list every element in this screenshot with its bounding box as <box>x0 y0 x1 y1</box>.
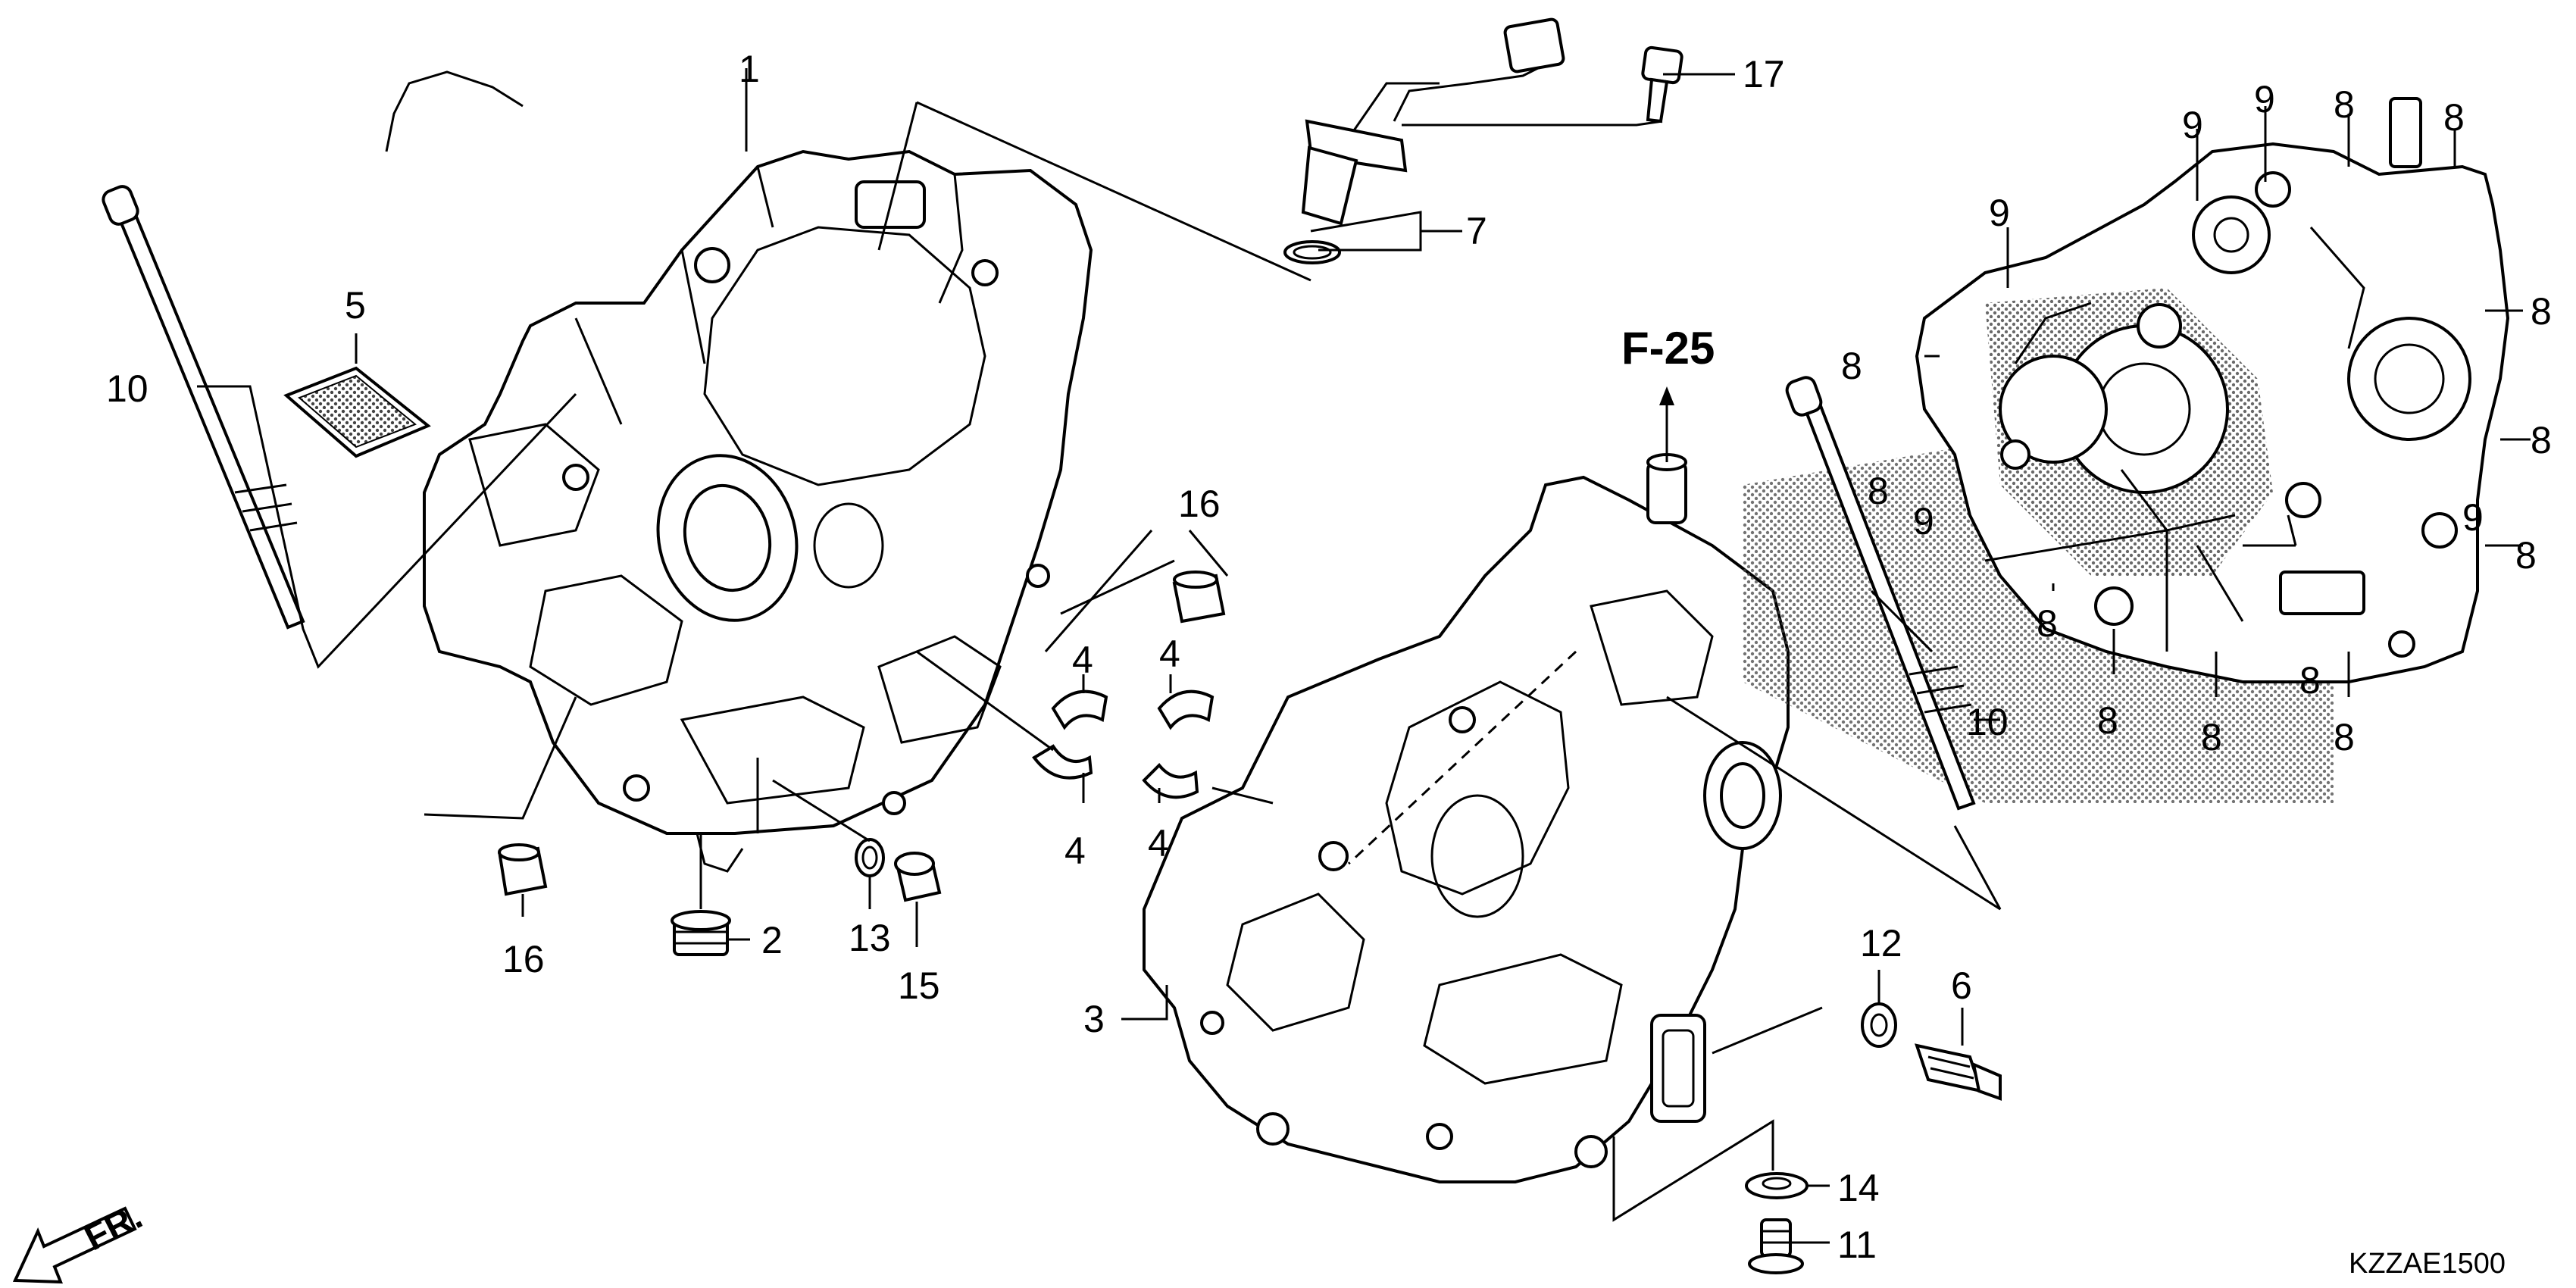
label-part-8i: 8 <box>2097 699 2118 742</box>
label-part-8g: 8 <box>1868 470 1889 512</box>
sealing-washer-12 <box>1861 1002 1897 1048</box>
label-part-8h: 8 <box>2037 602 2058 645</box>
label-part-5: 5 <box>345 284 366 327</box>
label-part-9b: 9 <box>2182 104 2203 146</box>
reference-label: F-25 <box>1621 323 1715 374</box>
label-part-3: 3 <box>1083 998 1105 1040</box>
label-part-8a: 8 <box>2334 83 2355 126</box>
crank-bearings <box>1032 689 1215 799</box>
label-part-8e: 8 <box>2515 534 2537 577</box>
label-part-8k: 8 <box>2334 716 2355 758</box>
label-part-10a: 10 <box>106 367 148 410</box>
label-part-1: 1 <box>739 48 760 90</box>
washer-14 <box>1745 1172 1809 1199</box>
label-part-10b: 10 <box>1966 701 2009 743</box>
label-part-8d: 8 <box>2531 419 2552 461</box>
stud-bolt-left <box>102 185 305 630</box>
crankcase-inner-view <box>1743 97 2510 803</box>
drain-bolt <box>671 910 731 956</box>
neutral-switch <box>1914 1043 2002 1101</box>
label-part-9c: 9 <box>2254 78 2275 120</box>
label-part-13: 13 <box>849 917 891 959</box>
label-part-8b: 8 <box>2443 96 2465 139</box>
label-part-11: 11 <box>1837 1224 1877 1266</box>
leader-lines <box>197 68 2531 1244</box>
part-number-labels: 1 2 3 4 4 4 4 5 6 7 17 10 10 11 12 13 14… <box>78 48 2552 1280</box>
label-part-17: 17 <box>1743 53 1785 95</box>
dowel-pin-upper <box>1172 571 1226 624</box>
label-part-16b: 16 <box>502 938 545 980</box>
label-part-9a: 9 <box>1989 192 2010 234</box>
front-arrow-icon <box>12 1206 137 1284</box>
reference-arrow <box>1659 386 1674 428</box>
label-part-9d: 9 <box>1913 500 1934 542</box>
label-part-8c: 8 <box>2531 290 2552 333</box>
stud-bolt-right <box>1785 376 1976 811</box>
right-crankcase <box>1143 453 1790 1183</box>
left-crankcase <box>423 149 1093 873</box>
label-part-8j: 8 <box>2201 716 2222 758</box>
label-part-8f: 8 <box>1841 345 1862 387</box>
label-part-9e: 9 <box>2462 496 2484 539</box>
label-part-15: 15 <box>898 964 940 1007</box>
label-part-4c: 4 <box>1159 633 1180 675</box>
dowel-pin-lower <box>498 843 548 896</box>
bolt-17 <box>1641 45 1683 123</box>
label-part-4d: 4 <box>1148 822 1169 864</box>
label-part-4a: 4 <box>1072 639 1093 681</box>
label-part-6: 6 <box>1951 964 1972 1007</box>
oil-strainer-screen <box>283 366 431 458</box>
label-part-16a: 16 <box>1178 483 1221 525</box>
label-part-2: 2 <box>761 919 783 961</box>
label-part-7: 7 <box>1466 210 1487 252</box>
label-part-4b: 4 <box>1064 830 1086 872</box>
diagram-code: KZZAE1500 <box>2349 1248 2506 1280</box>
bolt-11 <box>1748 1218 1804 1274</box>
label-part-8l: 8 <box>2299 659 2321 702</box>
o-ring-13 <box>855 838 885 877</box>
speed-sensor <box>385 17 1565 264</box>
label-part-14: 14 <box>1837 1167 1880 1209</box>
label-part-12: 12 <box>1860 922 1902 964</box>
dowel-15 <box>894 852 942 902</box>
